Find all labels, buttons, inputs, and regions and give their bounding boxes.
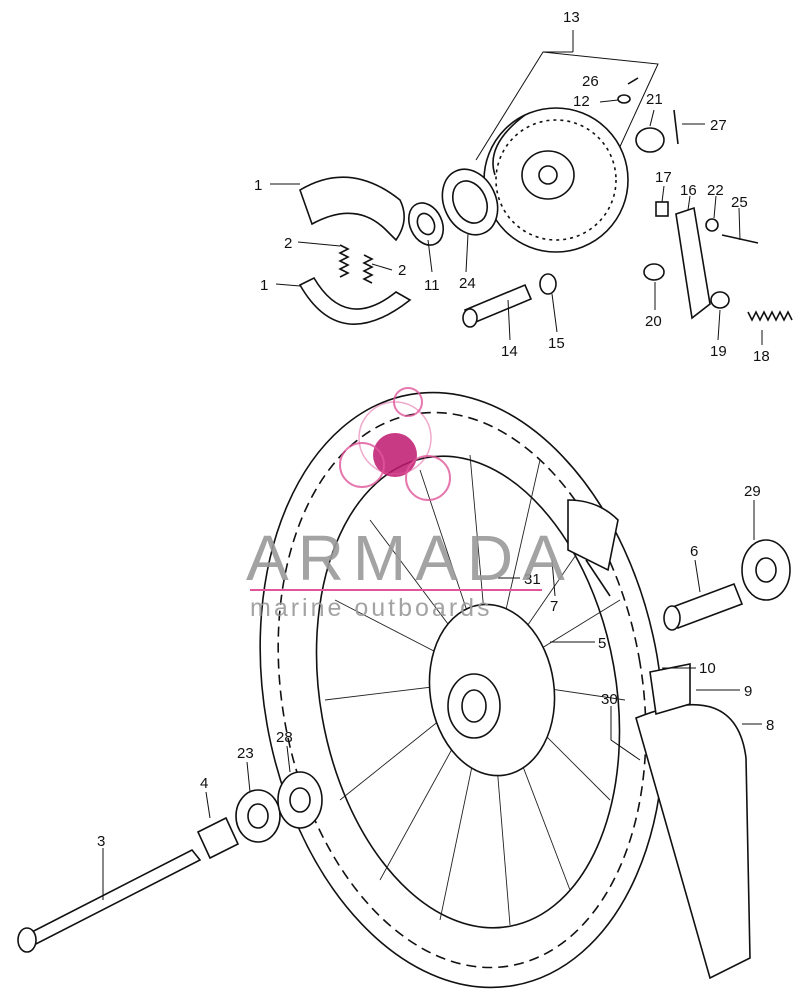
wheel-assembly <box>259 391 751 989</box>
watermark-brand: ARMADA <box>246 522 574 594</box>
watermark-logo-mark <box>339 387 451 501</box>
callout-1-lower: 1 <box>260 277 268 294</box>
callout-8: 8 <box>766 717 774 734</box>
leader-lines <box>102 99 763 900</box>
callout-18: 18 <box>753 348 770 365</box>
callout-31: 31 <box>524 571 541 588</box>
callout-11: 11 <box>424 277 440 294</box>
callout-21: 21 <box>646 91 663 108</box>
callout-7: 7 <box>550 598 558 615</box>
callout-28: 28 <box>276 729 293 746</box>
callout-4: 4 <box>200 775 208 792</box>
callout-22: 22 <box>707 182 724 199</box>
callout-2-left: 2 <box>284 235 292 252</box>
callout-2-right: 2 <box>398 262 406 279</box>
watermark-tagline: marine outboards <box>250 594 493 622</box>
callout-1-upper: 1 <box>254 177 262 194</box>
callout-13: 13 <box>563 9 580 26</box>
callout-19: 19 <box>710 343 727 360</box>
callout-15: 15 <box>548 335 565 352</box>
callout-10: 10 <box>699 660 716 677</box>
callout-5: 5 <box>598 635 606 652</box>
callout-29: 29 <box>744 483 761 500</box>
callout-9: 9 <box>744 683 752 700</box>
callout-20: 20 <box>645 313 662 330</box>
callouts: 13 26 12 21 27 1 17 16 22 25 2 2 11 24 1… <box>97 9 774 850</box>
callout-27: 27 <box>710 117 727 134</box>
callout-24: 24 <box>459 275 476 292</box>
callout-26: 26 <box>582 73 599 90</box>
callout-14: 14 <box>501 343 518 360</box>
callout-6: 6 <box>690 543 698 560</box>
front-axle <box>22 848 202 948</box>
callout-16: 16 <box>680 182 697 199</box>
callout-12: 12 <box>573 93 590 110</box>
callout-30: 30 <box>601 691 618 708</box>
wheel-rim <box>315 455 621 929</box>
callout-23: 23 <box>237 745 254 762</box>
callout-17: 17 <box>655 169 672 186</box>
callout-3: 3 <box>97 833 105 850</box>
brake-panel-assembly <box>298 30 793 328</box>
axle-assembly <box>17 539 791 953</box>
watermark: ARMADA marine outboards <box>246 387 574 622</box>
callout-25: 25 <box>731 194 748 211</box>
